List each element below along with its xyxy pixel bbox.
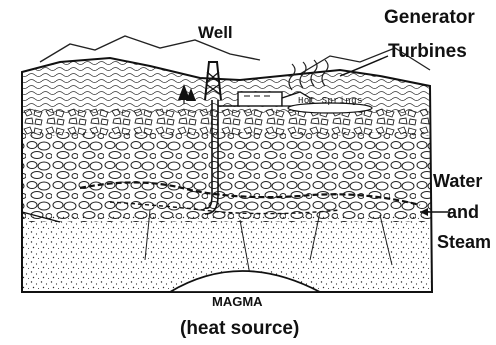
label-generator: Generator	[384, 8, 475, 27]
label-well: Well	[198, 24, 233, 41]
label-turbines: Turbines	[388, 42, 467, 61]
label-heat-source: (heat source)	[180, 319, 299, 338]
label-hot-springs: Hot Springs	[298, 97, 363, 106]
label-magma: MAGMA	[212, 295, 263, 308]
label-and: and	[447, 203, 479, 221]
label-water: Water	[433, 172, 482, 190]
label-steam: Steam	[437, 233, 491, 251]
